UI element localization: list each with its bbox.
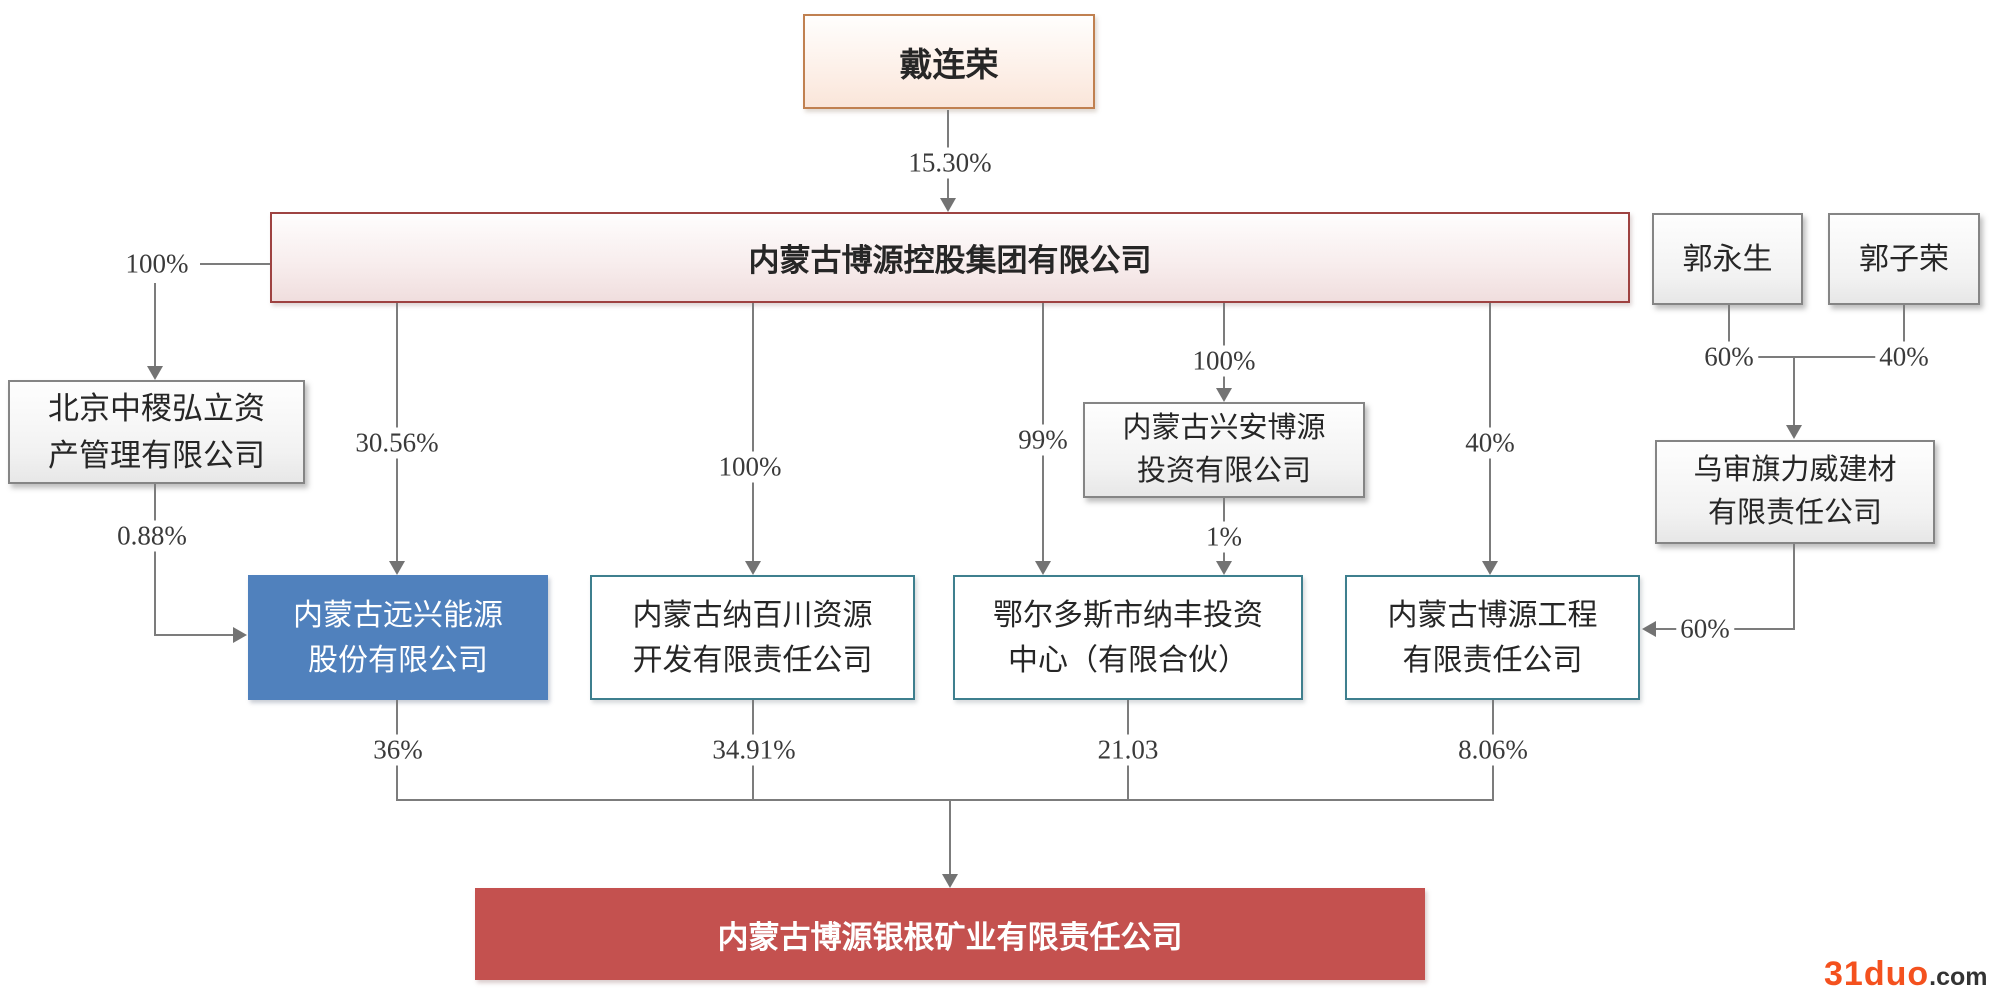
connector-main-beijing-hline <box>200 263 270 265</box>
connector-guozirong-line <box>1903 305 1905 357</box>
node-label-line1: 内蒙古纳百川资源 <box>632 598 873 632</box>
node-wushenqi-liwei-building-materials: 乌审旗力威建材 有限责任公司 <box>1655 440 1935 544</box>
node-label: 内蒙古博源银根矿业有限责任公司 <box>717 919 1183 955</box>
edge-label-dai-main: 15.30% <box>904 147 996 179</box>
edge-label-yuanxing-yingen: 36% <box>369 734 427 766</box>
node-boyuan-holding-group: 内蒙古博源控股集团有限公司 <box>270 212 1630 303</box>
node-label-line2: 产管理有限公司 <box>48 438 265 473</box>
node-label-line1: 鄂尔多斯市纳丰投资 <box>993 598 1263 632</box>
arrowhead-down-icon <box>1216 561 1232 575</box>
edge-label-main-eerduosi: 99% <box>1014 424 1072 456</box>
node-label: 郭永生 <box>1682 242 1773 276</box>
arrowhead-down-icon <box>147 366 163 380</box>
connector-guo-liwei-drop <box>1793 356 1795 426</box>
node-label-line1: 内蒙古兴安博源 <box>1122 412 1326 444</box>
node-label-line1: 内蒙古博源工程 <box>1387 598 1598 632</box>
node-label-line2: 中心（有限合伙） <box>1008 643 1248 677</box>
watermark-brand: 31duo <box>1824 955 1930 993</box>
node-label-line2: 开发有限责任公司 <box>632 643 873 677</box>
node-label: 戴连荣 <box>899 47 999 84</box>
watermark: 31duo.com <box>1824 955 1987 994</box>
node-boyuan-yingen-mining: 内蒙古博源银根矿业有限责任公司 <box>475 888 1425 980</box>
connector-collector-hline <box>396 799 1494 801</box>
node-label-line2: 股份有限公司 <box>308 643 488 677</box>
node-label-line1: 乌审旗力威建材 <box>1693 454 1897 486</box>
edge-label-gongcheng-yingen: 8.06% <box>1454 734 1532 766</box>
node-label-line1: 北京中稷弘立资 <box>48 391 265 426</box>
edge-label-eerduosi-yingen: 21.03 <box>1093 734 1163 766</box>
arrowhead-down-icon <box>1035 561 1051 575</box>
arrowhead-down-icon <box>745 561 761 575</box>
edge-label-main-xingan: 100% <box>1188 345 1260 377</box>
edge-label-liwei-gongcheng: 60% <box>1676 613 1734 645</box>
node-boyuan-engineering: 内蒙古博源工程 有限责任公司 <box>1345 575 1640 700</box>
arrowhead-down-icon <box>940 198 956 212</box>
watermark-suffix: .com <box>1929 963 1988 991</box>
connector-beijing-yuanxing-vline <box>154 484 156 636</box>
node-dai-lianrong: 戴连荣 <box>803 14 1095 109</box>
node-guo-yongsheng: 郭永生 <box>1652 213 1803 305</box>
node-eerduosi-nafeng-investment: 鄂尔多斯市纳丰投资 中心（有限合伙） <box>953 575 1303 700</box>
connector-beijing-yuanxing-hline <box>154 634 234 636</box>
arrowhead-down-icon <box>1216 388 1232 402</box>
edge-label-beijing-yuanxing: 0.88% <box>113 520 191 552</box>
connector-guoyongsheng-line <box>1728 305 1730 357</box>
arrowhead-down-icon <box>942 874 958 888</box>
connector-main-beijing-vline <box>154 283 156 368</box>
edge-label-nabaichuan-yingen: 34.91% <box>708 734 800 766</box>
edge-label-guozirong-liwei: 40% <box>1875 341 1933 373</box>
edge-label-main-yuanxing: 30.56% <box>351 427 443 459</box>
node-label: 郭子荣 <box>1859 242 1949 276</box>
edge-label-main-beijing: 100% <box>121 248 193 280</box>
arrowhead-right-icon <box>233 627 247 643</box>
connector-liwei-gongcheng-vline <box>1793 544 1795 630</box>
arrowhead-down-icon <box>1786 425 1802 439</box>
edge-label-xingan-eerduosi: 1% <box>1202 521 1246 553</box>
arrowhead-down-icon <box>389 561 405 575</box>
edge-label-main-gongcheng: 40% <box>1461 427 1519 459</box>
node-label-line2: 有限责任公司 <box>1707 497 1882 529</box>
connector-collector-yingen-drop <box>949 799 951 875</box>
node-yuanxing-energy: 内蒙古远兴能源 股份有限公司 <box>248 575 548 700</box>
node-label: 内蒙古博源控股集团有限公司 <box>748 243 1152 278</box>
arrowhead-down-icon <box>1482 561 1498 575</box>
connector-guo-join-hline <box>1728 356 1905 358</box>
edge-label-guoyongsheng-liwei: 60% <box>1700 341 1758 373</box>
arrowhead-left-icon <box>1642 621 1656 637</box>
node-label-line2: 投资有限公司 <box>1136 455 1311 487</box>
node-nabaichuan-resources: 内蒙古纳百川资源 开发有限责任公司 <box>590 575 915 700</box>
edge-label-main-nabaichuan: 100% <box>714 451 786 483</box>
node-label-line1: 内蒙古远兴能源 <box>293 598 503 632</box>
node-beijing-zhongji-hongli: 北京中稷弘立资 产管理有限公司 <box>8 380 305 484</box>
node-label-line2: 有限责任公司 <box>1402 643 1583 677</box>
node-xingan-boyuan-investment: 内蒙古兴安博源 投资有限公司 <box>1083 402 1365 498</box>
node-guo-zirong: 郭子荣 <box>1828 213 1980 305</box>
connector-main-nabaichuan-line <box>752 303 754 561</box>
